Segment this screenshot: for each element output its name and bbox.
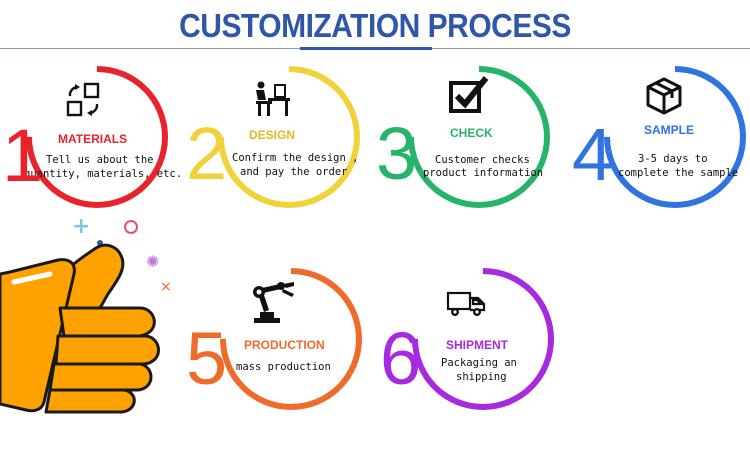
page-title: CUSTOMIZATION PROCESS xyxy=(179,7,571,45)
step-desc-line: shipping xyxy=(456,371,507,383)
step-number: 3 xyxy=(376,112,418,195)
step-label: MATERIALS xyxy=(58,132,128,146)
step-desc-line: Customer checks xyxy=(435,154,530,166)
step-number: 6 xyxy=(380,317,422,400)
step-desc-line: product information xyxy=(423,167,544,179)
materials-icon xyxy=(66,82,102,118)
step-number: 5 xyxy=(186,317,228,400)
step-desc-line: Confirm the design , xyxy=(232,152,359,164)
sparkle-dot-icon xyxy=(97,240,103,246)
title-underline-accent xyxy=(300,47,432,50)
step-label: PRODUCTION xyxy=(244,338,325,352)
step-label: SHIPMENT xyxy=(446,338,509,352)
design-desk-icon xyxy=(252,80,290,116)
box-icon xyxy=(644,76,684,116)
sparkle-cross-icon: × xyxy=(160,279,172,295)
step-label: DESIGN xyxy=(249,128,296,142)
step-number: 4 xyxy=(572,113,614,196)
step-label: SAMPLE xyxy=(644,123,695,137)
step-desc-line: Tell us about the xyxy=(46,154,154,166)
step-number: 1 xyxy=(2,114,44,197)
sparkle-circle-icon xyxy=(124,220,138,234)
step-desc-line: mass production xyxy=(236,361,331,373)
checkbox-icon xyxy=(448,74,490,116)
step-desc-line: Packaging an xyxy=(441,357,517,369)
step-desc-line: complete the sample xyxy=(618,167,739,179)
sparkle-star-icon: ✺ xyxy=(146,252,160,271)
step-desc-line: 3-5 days to xyxy=(638,153,708,165)
robot-arm-icon xyxy=(250,280,296,324)
step-desc-line: quantity, materials, etc. xyxy=(24,168,183,180)
truck-icon xyxy=(446,290,486,318)
step-number: 2 xyxy=(186,112,228,195)
thumbs-up-icon xyxy=(0,212,180,422)
step-label: CHECK xyxy=(450,126,493,140)
sparkle-plus-icon: + xyxy=(72,214,91,239)
step-desc-line: and pay the order xyxy=(240,166,348,178)
